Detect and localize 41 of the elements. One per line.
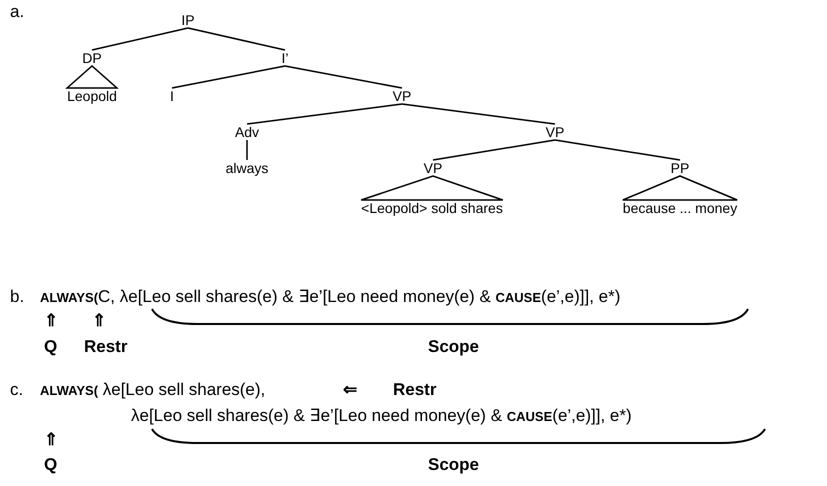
tree-branch-line [554, 139, 680, 161]
scope-arrow-sign: ⇑ [44, 311, 58, 331]
category-label: I [170, 88, 174, 104]
formula: λe[Leo sell shares(e) & ∃e’[Leo need money(e) & CAUSE(e’,e)]], e*) [131, 406, 632, 427]
scope-arrow-sign: ⇑ [44, 430, 58, 450]
category-label: VP [424, 160, 442, 176]
category-label: Adv [234, 124, 260, 140]
category-label: I’ [282, 50, 288, 66]
tree-branch-line [402, 103, 556, 125]
tree-roof-triangle [622, 175, 738, 201]
tree-branch-line [246, 103, 402, 125]
tree-branch-line [284, 65, 402, 89]
category-label: VP [546, 124, 564, 140]
tree-branch-line [92, 27, 188, 51]
term: Q [44, 337, 58, 357]
term: Q [44, 455, 58, 475]
leaf-word: always [226, 160, 268, 176]
formula: ALWAYS(C, λe[Leo sell shares(e) & ∃e’[Leo need money(e) & CAUSE(e’,e)]], e*) [40, 287, 620, 308]
tree-branch-line [246, 140, 248, 160]
term: Scope [428, 455, 480, 475]
leaf-word: Leopold [67, 88, 117, 104]
tree-roof-triangle [65, 65, 119, 89]
tree-branch-line [172, 65, 286, 89]
term: Scope [428, 337, 480, 357]
category-label: IP [181, 12, 195, 28]
scope-arrow-sign: ⇑ [92, 311, 106, 331]
example-letter: a. [10, 2, 24, 22]
leaf-word: because ... money [622, 200, 738, 216]
scope-arrow-sign: ⇐ [343, 380, 357, 400]
tree-roof-triangle [360, 175, 504, 201]
formula: ALWAYS( λe[Leo sell shares(e), [40, 380, 266, 401]
term: Restr [84, 337, 128, 357]
category-label: VP [392, 88, 412, 104]
category-label: PP [670, 160, 690, 176]
tree-branch-line [432, 139, 556, 161]
leaf-word: <Leopold> sold shares [361, 200, 503, 216]
category-label: DP [82, 50, 102, 66]
term: Restr [393, 380, 436, 400]
tree-branch-line [188, 27, 286, 51]
example-letter: c. [10, 380, 24, 400]
example-letter: b. [10, 287, 24, 307]
